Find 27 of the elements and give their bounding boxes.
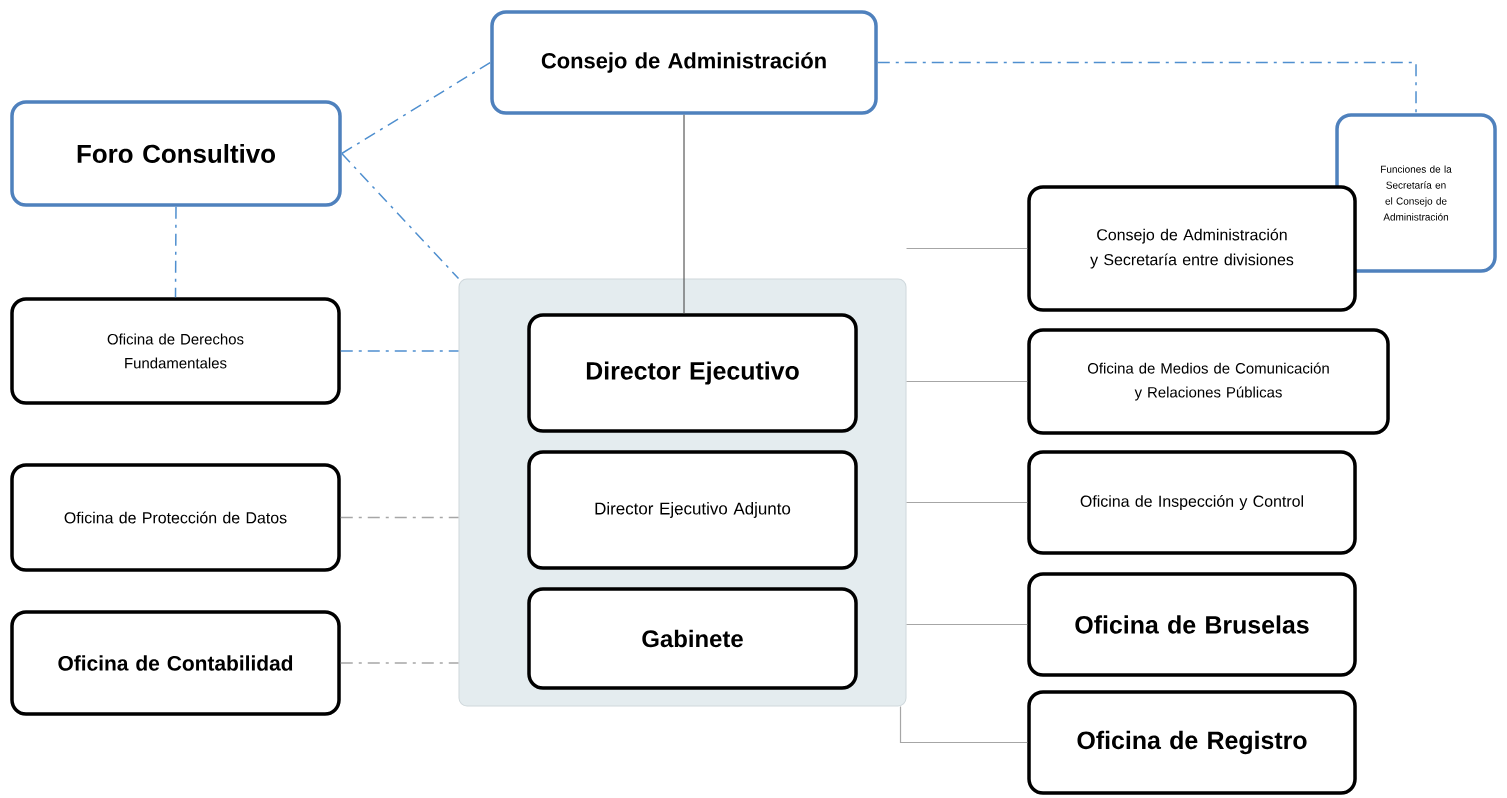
connector-line [905,380,1028,383]
org-box: Consejo de Administración y Secretaría entre divisiones [1027,185,1357,312]
org-box: Oficina de Protección de Datos [10,463,341,572]
org-box: Director Ejecutivo Adjunto [527,450,858,570]
connector-line [340,662,460,664]
org-box: Oficina de Inspección y Control [1027,450,1357,555]
connector-line [341,152,460,280]
connector-line [899,705,1028,744]
connector-line [905,501,1028,504]
connector-line [340,516,460,519]
connector-line [174,206,177,298]
connector-line [683,114,685,314]
org-box: Consejo de Administración [490,10,878,115]
org-box: Oficina de Derechos Fundamentales [10,297,341,405]
org-box: Director Ejecutivo [527,313,858,433]
org-box: Oficina de Medios de Comunicación y Relaciones Públicas [1027,328,1390,435]
connector-line [877,61,1417,114]
org-box: Oficina de Contabilidad [10,610,341,716]
org-box: Funciones de la Secretaría en el Consejo de Administración [1335,113,1497,273]
org-box: Foro Consultivo [10,100,342,207]
connector-line [341,61,491,155]
org-box: Gabinete [527,587,858,690]
connector-line [905,247,1028,250]
org-box: Oficina de Bruselas [1027,572,1357,677]
connector-line [905,623,1028,626]
connector-line [340,350,460,352]
org-box: Oficina de Registro [1027,690,1357,795]
